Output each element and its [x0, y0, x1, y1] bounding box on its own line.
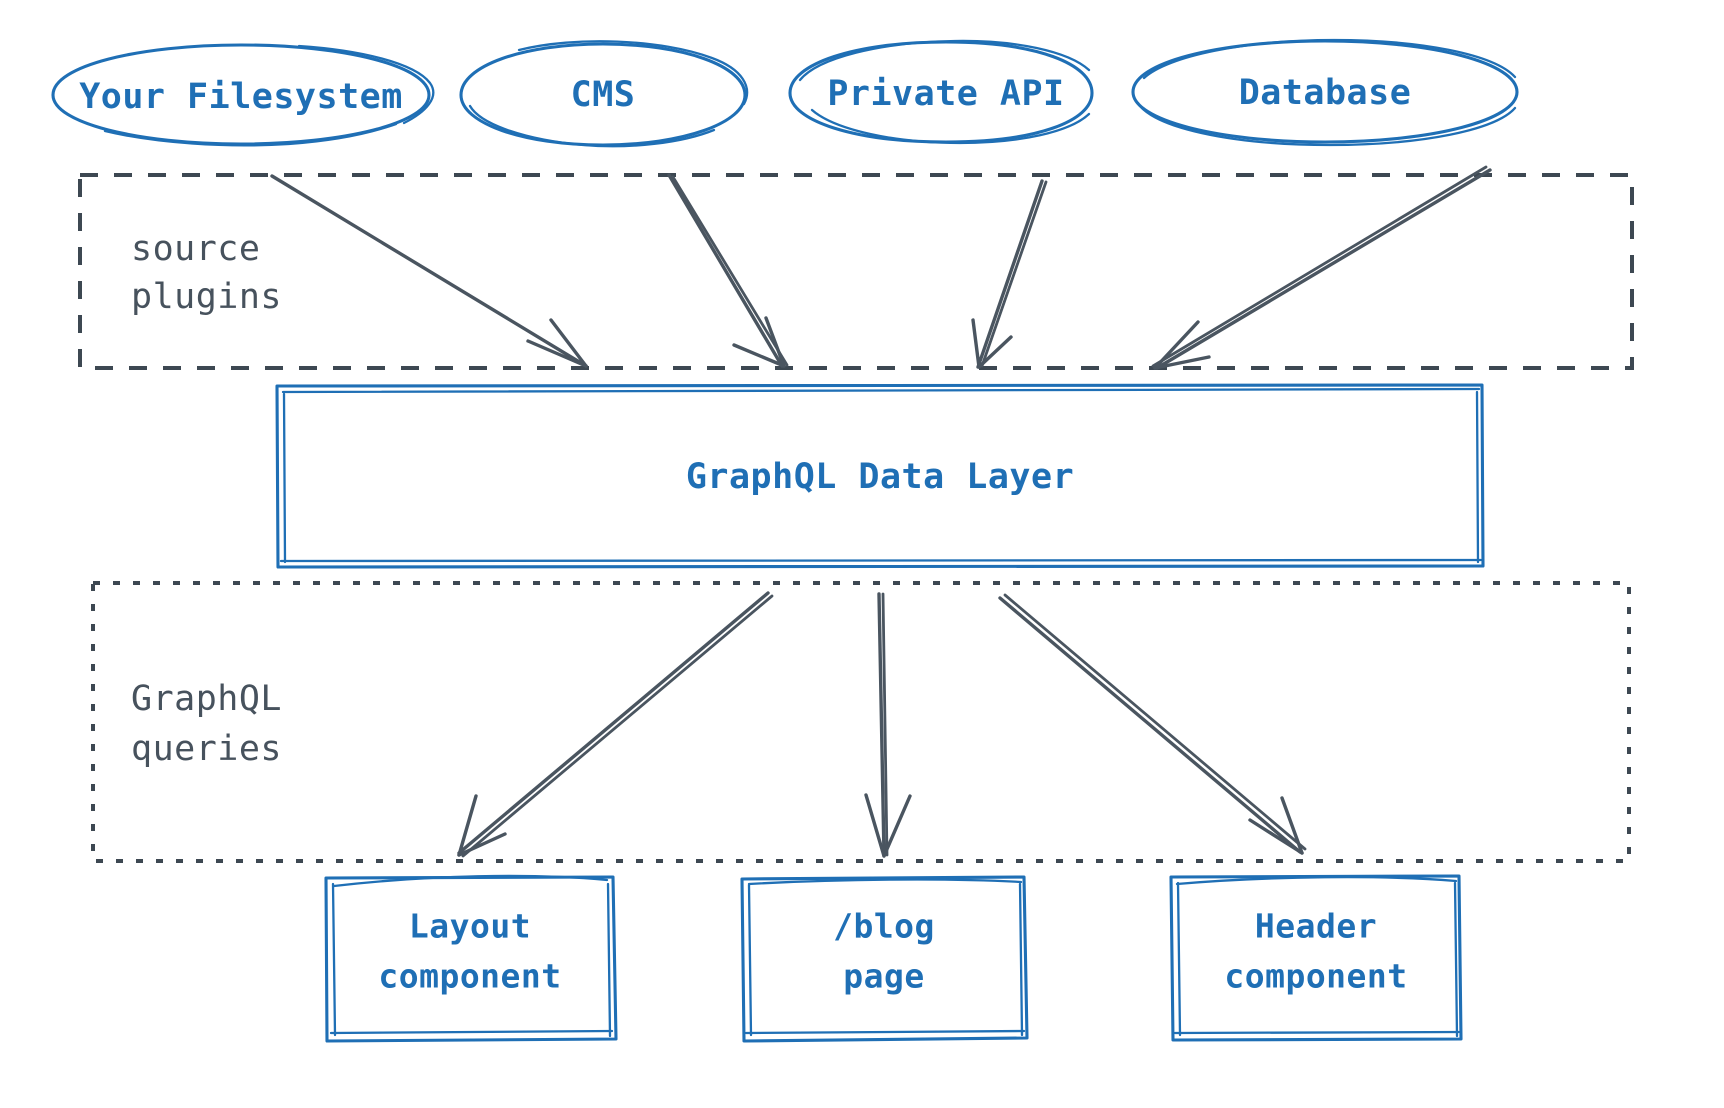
edge-private-api-shaft-2 — [980, 180, 1048, 368]
edge-database-shaft-2 — [1151, 165, 1488, 368]
blog-page-box-sketch-top — [747, 878, 1023, 886]
private-api-ellipse-sketch-3 — [810, 108, 1091, 145]
layout-component-box-sketch-bottom — [329, 1029, 614, 1035]
cms-ellipse-outline — [459, 42, 747, 147]
edge-layout-head-right — [457, 832, 507, 857]
header-component-box-sketch-right — [1453, 881, 1459, 1038]
header-component-label-line2: component — [1224, 957, 1407, 996]
graphql-data-layer-box-sketch-left — [282, 392, 287, 564]
database-ellipse-sketch-3 — [1136, 101, 1517, 147]
edge-layout-shaft-2 — [461, 594, 774, 858]
header-component-label-line1: Header — [1255, 907, 1377, 946]
layout-component-box-sketch-left — [331, 882, 337, 1037]
edge-header-shaft — [998, 596, 1302, 854]
edge-private-api-to-layer — [971, 179, 1048, 369]
source-plugins-dashed-border — [78, 173, 1634, 370]
blog-page-box-sketch-left — [747, 883, 753, 1037]
node-cms[interactable]: CMS — [459, 40, 749, 148]
group-source-plugins: source plugins — [78, 173, 1634, 370]
edge-layer-to-blog — [864, 592, 912, 858]
blog-page-label-line2: page — [843, 957, 924, 996]
edge-cms-shaft — [667, 173, 784, 368]
edge-cms-head-right — [764, 316, 786, 368]
your-filesystem-ellipse-sketch-3 — [103, 122, 398, 147]
edge-blog-head-left — [864, 793, 886, 858]
source-plugins-label-line2: plugins — [131, 277, 282, 317]
layout-component-box-outline — [324, 875, 618, 1043]
graphql-data-layer-box-sketch-bottom — [279, 558, 1483, 563]
edge-filesystem-head-left — [526, 339, 588, 368]
private-api-ellipse-sketch-2 — [798, 39, 1091, 82]
node-graphql-data-layer[interactable]: GraphQL Data Layer — [275, 383, 1485, 569]
header-component-box-sketch-left — [1176, 881, 1182, 1037]
edge-header-head-left — [1248, 818, 1304, 855]
group-graphql-queries: GraphQL queries — [91, 581, 1631, 863]
graphql-data-layer-label: GraphQL Data Layer — [686, 457, 1074, 497]
edge-private-api-head-left — [971, 318, 981, 369]
edge-private-api-shaft — [976, 179, 1044, 369]
node-header-component[interactable]: Header component — [1169, 874, 1463, 1042]
header-component-box-sketch-top — [1175, 875, 1458, 886]
blog-page-box-sketch-right — [1018, 882, 1024, 1037]
edge-filesystem-shaft — [270, 174, 588, 368]
edge-filesystem-head-right — [549, 318, 588, 368]
edge-layout-shaft — [457, 591, 770, 855]
edge-database-to-layer — [1151, 165, 1492, 370]
blog-page-box-sketch-bottom — [744, 1029, 1026, 1035]
edge-layout-head-left — [457, 794, 478, 857]
edge-cms-head-left — [732, 343, 786, 368]
your-filesystem-label: Your Filesystem — [79, 77, 403, 117]
edge-blog-shaft-2 — [881, 592, 889, 857]
edge-database-head-right — [1153, 355, 1211, 370]
cms-ellipse-sketch-3 — [468, 104, 716, 148]
private-api-label: Private API — [827, 74, 1064, 114]
your-filesystem-ellipse-sketch-2 — [297, 44, 435, 125]
edge-header-head-right — [1280, 796, 1304, 855]
edge-blog-head-right — [882, 794, 912, 858]
edge-header-shaft-2 — [1003, 593, 1307, 851]
layout-component-label-line1: Layout — [409, 907, 531, 946]
edge-private-api-head-right — [977, 335, 1013, 369]
blog-page-box-outline — [740, 875, 1029, 1043]
layout-component-box-sketch-top — [332, 874, 609, 888]
cms-ellipse-sketch-2 — [517, 40, 749, 106]
source-plugins-label-line1: source — [131, 229, 260, 269]
edge-layer-to-layout — [457, 591, 774, 858]
layout-component-box-sketch-right — [606, 882, 612, 1038]
edge-blog-shaft — [877, 592, 886, 857]
edge-cms-shaft-2 — [671, 175, 789, 367]
graphql-queries-dashed-border — [91, 581, 1631, 863]
edge-database-head-left — [1153, 320, 1200, 370]
database-label: Database — [1239, 73, 1412, 113]
header-component-box-sketch-bottom — [1173, 1030, 1461, 1035]
graphql-queries-label-line1: GraphQL — [131, 679, 282, 719]
node-private-api[interactable]: Private API — [788, 39, 1094, 145]
database-ellipse-sketch-2 — [1142, 38, 1517, 80]
blog-page-label-line1: /blog — [833, 907, 935, 946]
graphql-queries-label-line2: queries — [131, 729, 282, 769]
graphql-data-layer-box-outline — [275, 383, 1485, 569]
private-api-ellipse-outline — [788, 40, 1094, 144]
graphql-data-layer-box-sketch-top — [281, 387, 1481, 394]
node-blog-page[interactable]: /blog page — [740, 875, 1029, 1043]
graphql-data-layer-box-sketch-right — [1475, 390, 1480, 564]
node-layout-component[interactable]: Layout component — [324, 874, 618, 1043]
node-your-filesystem[interactable]: Your Filesystem — [51, 43, 435, 147]
cms-label: CMS — [571, 75, 636, 115]
layout-component-label-line2: component — [378, 957, 561, 996]
your-filesystem-ellipse-outline — [51, 43, 431, 146]
edge-database-shaft — [1155, 168, 1492, 370]
edge-filesystem-to-layer — [270, 174, 588, 368]
node-database[interactable]: Database — [1131, 38, 1519, 147]
edge-layer-to-header — [998, 593, 1307, 855]
edge-cms-to-layer — [667, 173, 789, 368]
